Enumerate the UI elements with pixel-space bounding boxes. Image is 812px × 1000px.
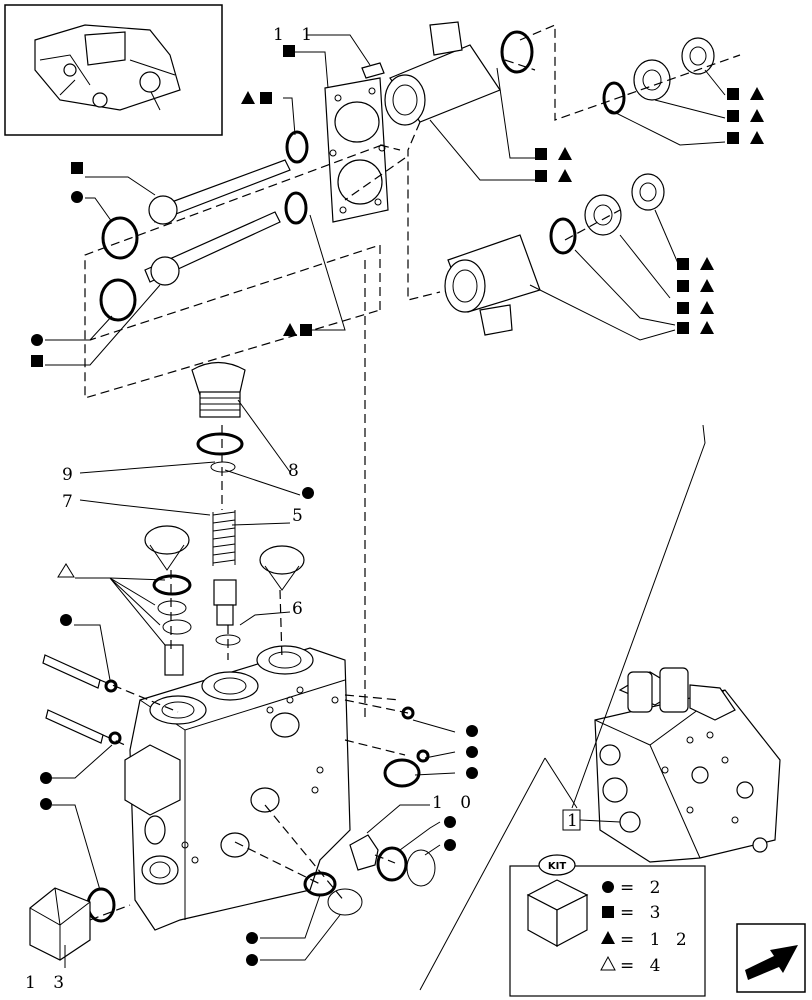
leader-lines bbox=[45, 34, 726, 968]
valve-body bbox=[124, 645, 351, 931]
callout-5: 5 bbox=[292, 506, 309, 526]
callout-10: 1 0 bbox=[432, 793, 477, 813]
kit-box-icon: KIT bbox=[526, 854, 589, 948]
spool-pins bbox=[144, 159, 291, 286]
assembled-valve bbox=[594, 667, 781, 863]
next-page-arrow-icon[interactable] bbox=[736, 923, 806, 993]
legend-triangle-icon bbox=[601, 931, 615, 944]
kit-marker-triangle-outline bbox=[57, 563, 75, 578]
valve-5 bbox=[213, 579, 237, 626]
solenoid-upper bbox=[384, 21, 501, 126]
callout-1: 1 bbox=[567, 811, 584, 831]
plug-10 bbox=[349, 834, 379, 871]
solenoid-lower bbox=[444, 234, 541, 336]
callout-11: 1 1 bbox=[273, 25, 318, 45]
legend-triangle-outline-icon bbox=[600, 955, 616, 971]
kit-legend: KIT = 2 = 3 = 1 2 = 4 bbox=[509, 854, 706, 997]
callout-7: 7 bbox=[62, 492, 79, 512]
plug-8 bbox=[191, 361, 246, 418]
callout-8: 8 bbox=[288, 461, 305, 481]
screws bbox=[42, 654, 104, 744]
callout-13: 1 3 bbox=[25, 973, 70, 993]
legend-circle-icon bbox=[602, 881, 614, 893]
assembly-lines bbox=[84, 24, 741, 921]
legend-square-value: = 3 bbox=[620, 903, 665, 923]
kit-badge: KIT bbox=[548, 861, 566, 872]
legend-triangle-value: = 1 2 bbox=[620, 930, 692, 950]
legend-triangle-outline-value: = 4 bbox=[620, 956, 665, 976]
spring-7 bbox=[212, 510, 236, 566]
legend-square-icon bbox=[602, 906, 614, 918]
nut-lower bbox=[584, 173, 665, 236]
gasket-plate bbox=[324, 77, 389, 223]
callout-9: 9 bbox=[62, 465, 79, 485]
plug-13 bbox=[29, 887, 91, 961]
filter-cones bbox=[144, 525, 305, 676]
kit-markers bbox=[31, 45, 764, 966]
nut-upper bbox=[633, 37, 715, 101]
legend-circle-value: = 2 bbox=[620, 878, 665, 898]
thumbnail-tractor-icon[interactable] bbox=[4, 4, 223, 136]
bolt-11 bbox=[361, 62, 385, 79]
callout-6: 6 bbox=[292, 599, 309, 619]
